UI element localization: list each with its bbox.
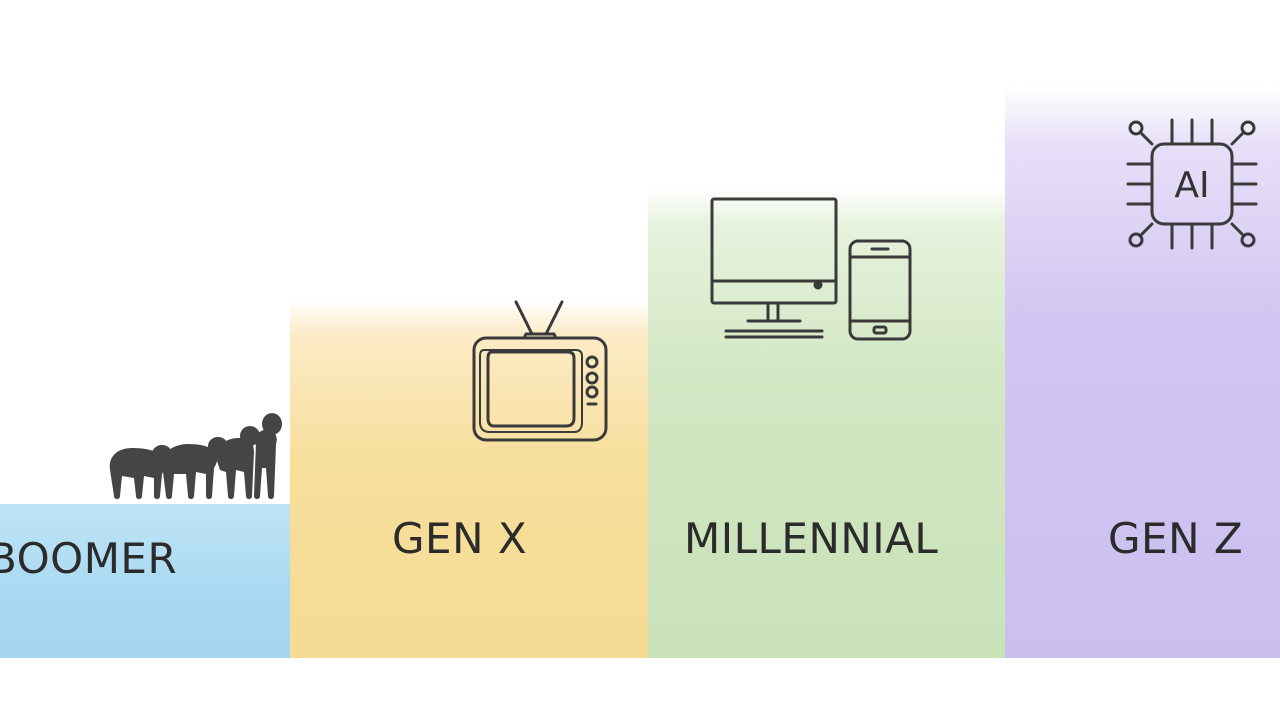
computer-phone-icon (710, 197, 912, 341)
boomer-label: BOOMER (0, 534, 178, 583)
ai-chip-text: AI (1174, 165, 1209, 206)
genz-label: GEN Z (1108, 514, 1244, 563)
genz-step (1005, 86, 1280, 658)
millennial-step (648, 188, 1005, 658)
people-evolution-icon (109, 413, 282, 499)
ai-chip-icon: AI (1126, 118, 1258, 250)
genx-label: GEN X (392, 514, 528, 563)
millennial-label: MILLENNIAL (684, 514, 939, 563)
boomer-step (0, 504, 290, 658)
tv-icon (472, 300, 608, 442)
